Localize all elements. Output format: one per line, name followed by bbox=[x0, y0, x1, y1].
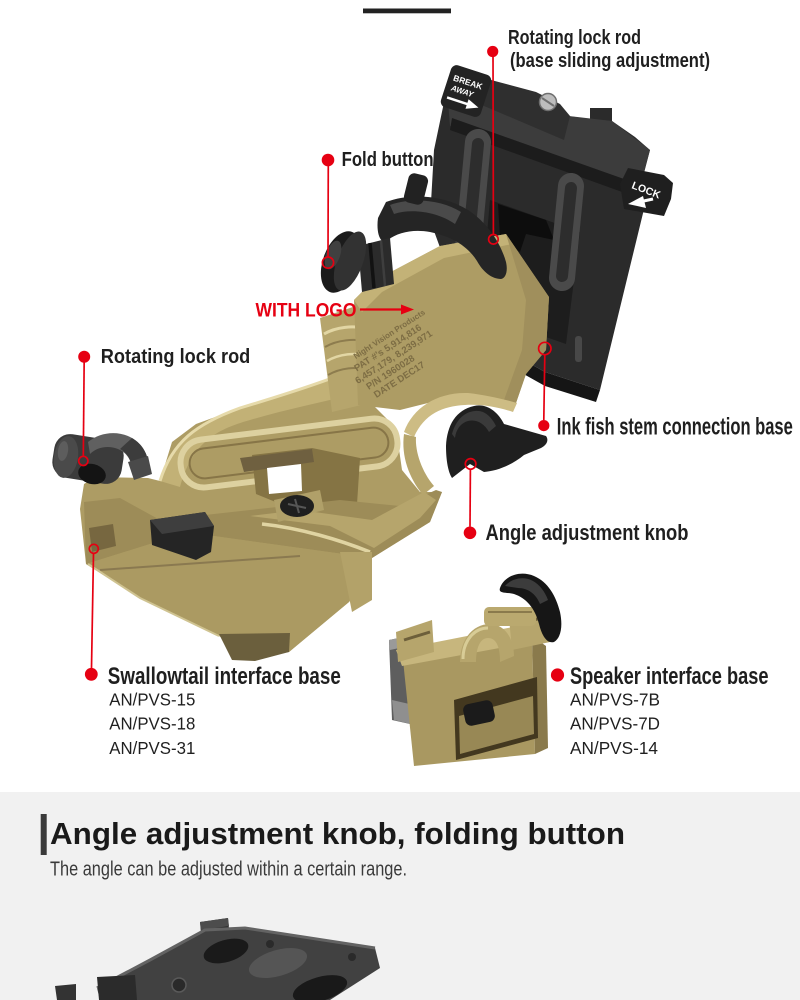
svg-text:AN/PVS-7B: AN/PVS-7B bbox=[570, 690, 660, 710]
svg-text:Swallowtail interface base: Swallowtail interface base bbox=[108, 663, 341, 690]
svg-text:AN/PVS-18: AN/PVS-18 bbox=[109, 714, 195, 734]
svg-text:The angle can be adjusted with: The angle can be adjusted within a certa… bbox=[50, 859, 407, 881]
svg-text:Angle adjustment knob, folding: Angle adjustment knob, folding button bbox=[50, 816, 625, 851]
svg-text:Angle adjustment knob: Angle adjustment knob bbox=[486, 520, 689, 545]
svg-text:AN/PVS-31: AN/PVS-31 bbox=[109, 738, 195, 758]
svg-text:Speaker interface base: Speaker interface base bbox=[570, 663, 769, 690]
svg-text:AN/PVS-14: AN/PVS-14 bbox=[570, 738, 658, 758]
svg-text:Fold button: Fold button bbox=[342, 149, 434, 171]
svg-text:Ink fish stem connection base: Ink fish stem connection base bbox=[557, 414, 793, 441]
svg-text:Rotating lock rod: Rotating lock rod bbox=[101, 346, 251, 368]
svg-text:(base sliding adjustment): (base sliding adjustment) bbox=[510, 50, 710, 72]
svg-text:Rotating lock rod: Rotating lock rod bbox=[508, 27, 641, 49]
svg-text:WITH LOGO: WITH LOGO bbox=[256, 300, 357, 321]
svg-text:AN/PVS-15: AN/PVS-15 bbox=[109, 690, 195, 710]
svg-text:AN/PVS-7D: AN/PVS-7D bbox=[570, 714, 660, 734]
